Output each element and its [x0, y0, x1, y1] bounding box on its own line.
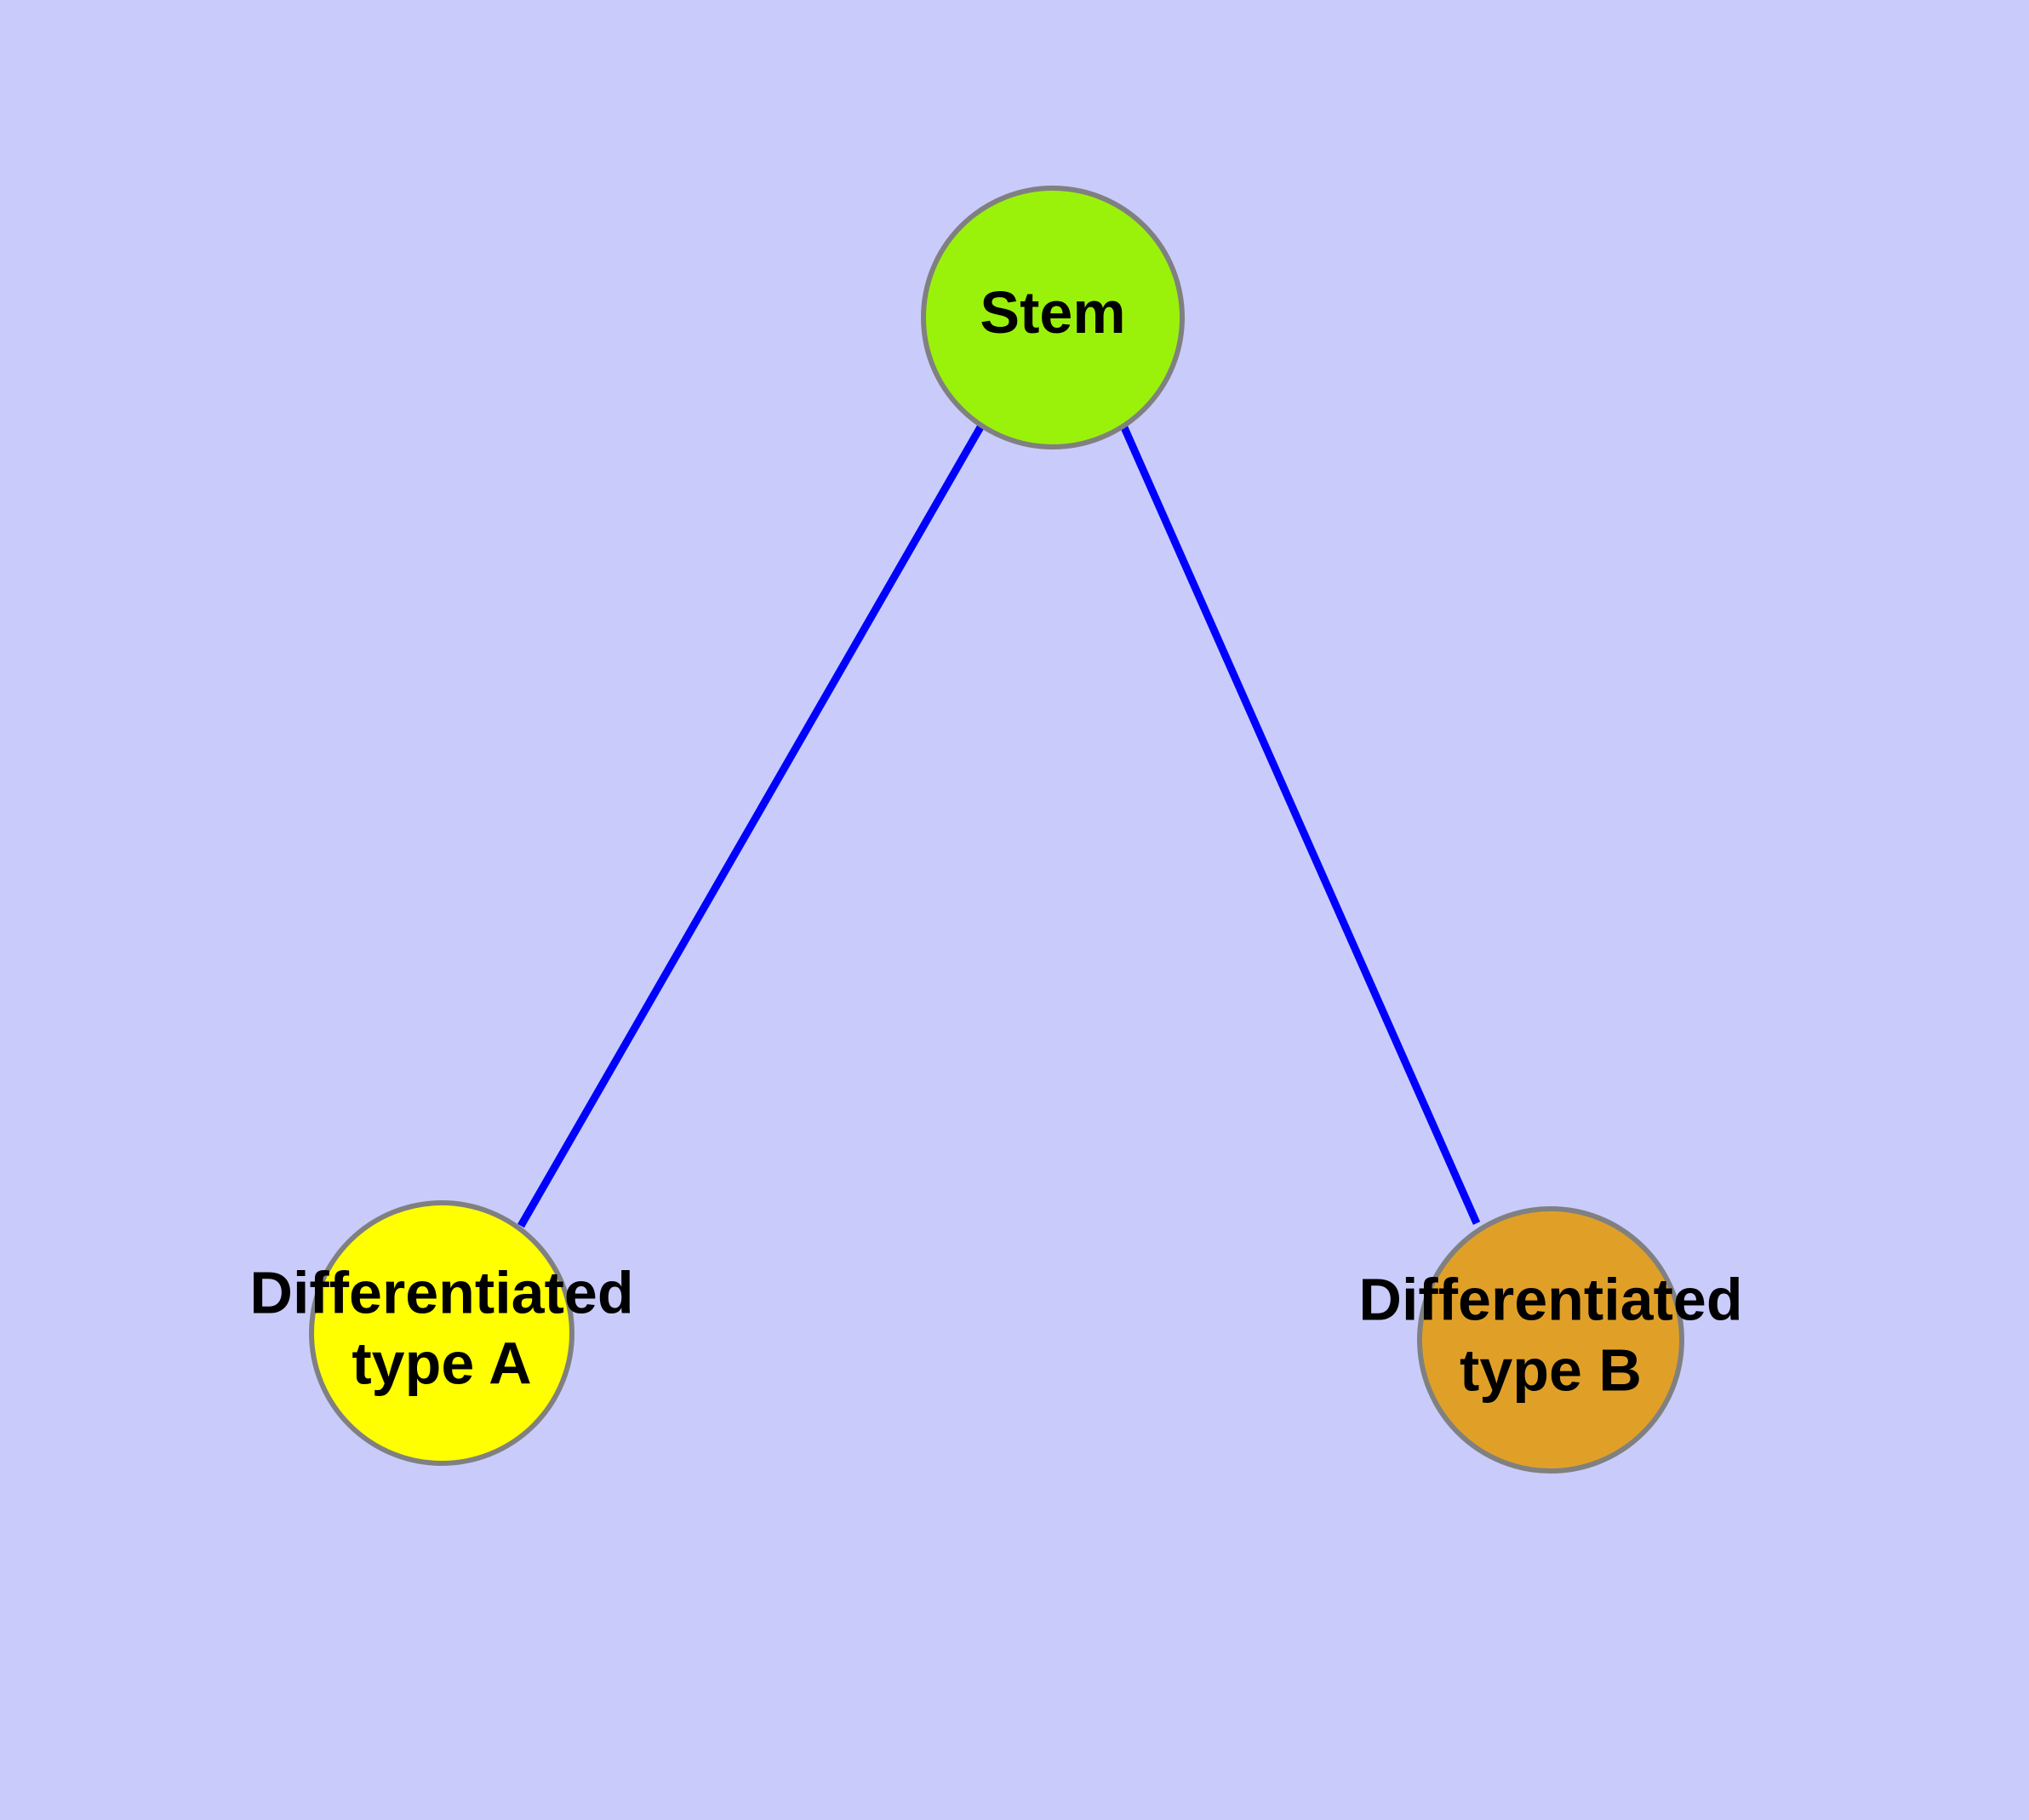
node-diff_b[interactable] — [1417, 1206, 1684, 1474]
node-label-line: Stem — [980, 279, 1125, 346]
node-stem[interactable] — [921, 186, 1185, 449]
node-label-line: type B — [1460, 1337, 1642, 1404]
edge-stem-to-diff-b[interactable] — [1119, 424, 1481, 1225]
nodes-layer — [309, 186, 1684, 1474]
edges-layer — [517, 423, 1481, 1228]
edge-stem-to-diff-a[interactable] — [517, 423, 985, 1228]
node-label-stem: Stem — [980, 279, 1125, 346]
node-diff_a[interactable] — [309, 1200, 574, 1466]
node-label-line: type A — [352, 1331, 531, 1397]
node-label-line: Differentiated — [249, 1260, 633, 1326]
node-label-line: Differentiated — [1358, 1267, 1742, 1333]
